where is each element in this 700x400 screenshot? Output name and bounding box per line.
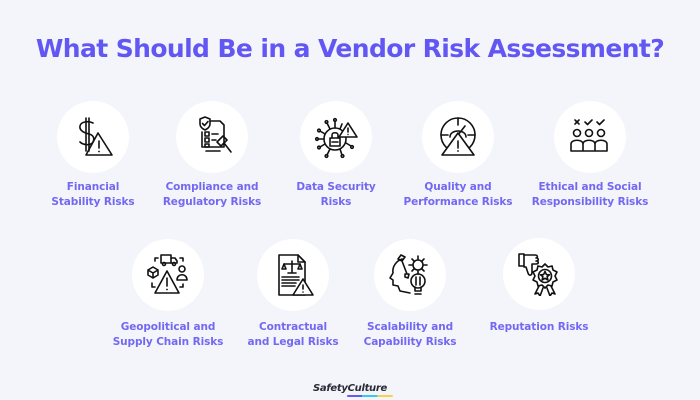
logo-underline (347, 395, 393, 397)
icon-circle (422, 101, 494, 173)
item-label-line2: Capability Risks (363, 336, 457, 348)
logo-text: SafetyCulture (313, 383, 387, 394)
item-label-line2: Responsibility Risks (531, 196, 649, 208)
item-label-line1: Quality and (424, 181, 492, 193)
contract-scales-icon (278, 254, 314, 296)
item-label-line2: Regulatory Risks (162, 196, 262, 208)
icon-circle (132, 239, 204, 311)
item-label-line2: Performance Risks (403, 196, 513, 208)
item-label-line1: Reputation Risks (489, 321, 589, 333)
item-label-line2: Supply Chain Risks (112, 336, 224, 348)
thumbs-down-badge-icon (518, 253, 558, 296)
circuit-lock-icon (314, 117, 358, 159)
item-label-line1: Contractual (259, 321, 327, 333)
item-label-line1: Ethical and Social (538, 181, 642, 193)
item-label-line1: Financial (66, 181, 120, 193)
people-vote-icon (570, 119, 608, 152)
icon-circle (176, 101, 248, 173)
item-label-line1: Scalability and (367, 321, 453, 333)
icon-circle (374, 239, 446, 311)
item-label-line2: Risks (320, 196, 352, 208)
brand-logo: SafetyCulture (0, 376, 700, 397)
item-label-line2: Stability Risks (51, 196, 135, 208)
item-label-line1: Compliance and (165, 181, 259, 193)
gauge-warning-icon (440, 117, 476, 156)
icon-circle (554, 101, 626, 173)
checklist-gavel-icon (199, 116, 232, 153)
item-label-line1: Data Security (296, 181, 376, 193)
supply-chain-warning-icon (147, 254, 188, 294)
icon-circle (257, 239, 329, 311)
dollar-warning-icon (79, 117, 113, 156)
icon-circle (57, 101, 129, 173)
item-label-line2: and Legal Risks (247, 336, 339, 348)
head-gear-bulb-icon (389, 254, 428, 295)
icon-circle (300, 101, 372, 173)
icon-circle (503, 238, 575, 310)
page-title: What Should Be in a Vendor Risk Assessme… (35, 34, 665, 63)
item-label-line1: Geopolitical and (120, 321, 216, 333)
